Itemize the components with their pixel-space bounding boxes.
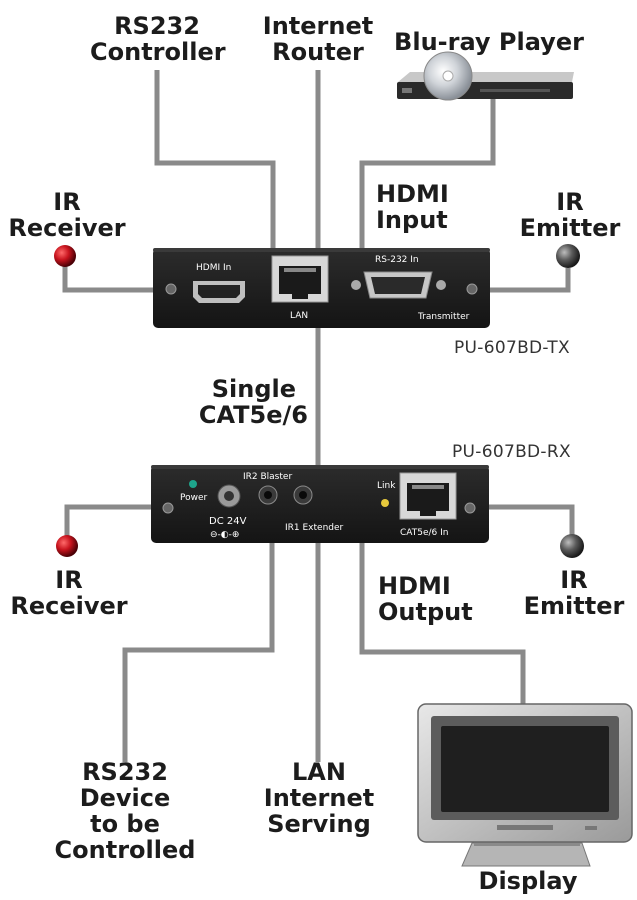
ir-jack-icon [293, 485, 313, 505]
transmitter-device: HDMI In LAN RS-232 In Transmitter [153, 248, 490, 328]
ir-emitter-top-cable [487, 268, 571, 293]
power-led-icon [189, 480, 197, 488]
tx-rs232-in-label: RS-232 In [375, 255, 419, 265]
hdmi-port-icon [193, 281, 245, 303]
ir-emitter-top-icon [556, 244, 580, 268]
display-device [417, 703, 633, 867]
rx-dc-24v-label: DC 24V [209, 516, 247, 527]
tx-unit-name-label: Transmitter [417, 312, 470, 322]
dc-power-jack-icon [217, 484, 241, 508]
bluray-hdmi-cable [359, 97, 496, 250]
receiver-model-label: PU-607BD-RX [452, 442, 571, 462]
rs232-controller-cable [154, 70, 276, 250]
ir-receiver-top-icon [54, 245, 76, 267]
bluray-player-label: Blu-ray Player [394, 28, 584, 56]
bluray-player-device [397, 51, 574, 101]
transmitter-model-label: PU-607BD-TX [454, 338, 570, 358]
rx-link-label: Link [377, 481, 396, 491]
rx-cat-in-label: CAT5e/6 In [400, 528, 448, 538]
tx-lan-label: LAN [290, 311, 308, 321]
ir-jack-icon [258, 485, 278, 505]
cables [62, 70, 575, 762]
ir-emitter-bottom-icon [560, 534, 584, 558]
ir-receiver-top-cable [62, 258, 155, 293]
ir-receiver-bottom-icon [56, 535, 78, 557]
tx-hdmi-in-label: HDMI In [196, 263, 231, 273]
rs232-port-icon [351, 271, 446, 299]
hdmi-output-cable [359, 530, 526, 705]
display-label: Display [478, 867, 578, 895]
rx-polarity-label: ⊖-◐-⊕ [210, 530, 239, 540]
rx-power-label: Power [180, 493, 208, 503]
ir-receiver-bottom-cable [64, 504, 153, 540]
cat-port-icon [399, 472, 457, 520]
rx-ir1-extender-label: IR1 Extender [285, 523, 344, 533]
link-led-icon [381, 499, 389, 507]
rs232-device-cable [122, 530, 275, 762]
ir-emitter-bottom-cable [488, 504, 575, 538]
receiver-device: Power IR2 Blaster DC 24V ⊖-◐-⊕ IR1 Exten… [151, 465, 489, 543]
rx-ir2-blaster-label: IR2 Blaster [243, 472, 292, 482]
lan-port-icon [271, 255, 329, 303]
